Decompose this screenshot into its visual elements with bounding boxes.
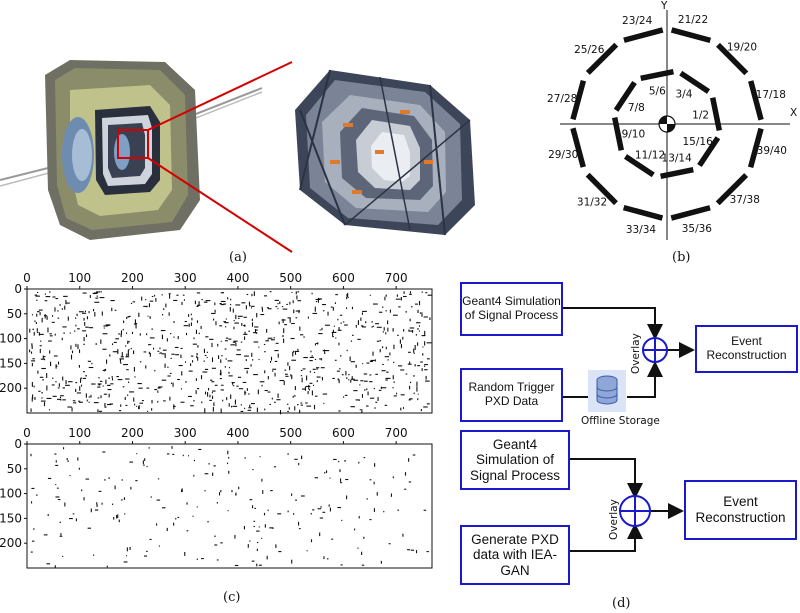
geant4-box-bottom: Geant4 Simulation of Signal Process — [460, 430, 570, 490]
hitmap-frame — [26, 288, 433, 414]
inner-layer-label: 5/6 — [649, 85, 666, 97]
outer-layer-ladder — [623, 27, 664, 43]
inner-layer-ladder — [623, 154, 655, 178]
y-tick-label: 200 — [0, 381, 22, 395]
outer-layer-ladder — [715, 173, 749, 206]
outer-layer-label: 21/22 — [678, 14, 708, 26]
workflow-connectors: Overlay Offline Storage Overlay — [563, 307, 695, 552]
y-tick-label: 100 — [0, 332, 22, 346]
overlay-label-top: Overlay — [630, 333, 642, 374]
caption-a: (a) — [229, 250, 247, 265]
random-trigger-box: Random Trigger PXD Data — [460, 368, 563, 422]
y-tick-label: 200 — [0, 536, 22, 550]
detector-illustration — [0, 40, 480, 255]
x-tick-label: 200 — [121, 271, 144, 285]
inner-layer-label: 3/4 — [675, 88, 692, 100]
workflow-diagram: Overlay Offline Storage Overlay Geant4 S… — [455, 270, 800, 590]
outer-layer-ladder — [585, 172, 618, 206]
x-tick-label: 0 — [23, 271, 31, 285]
outer-layer-label: 37/38 — [730, 194, 760, 206]
y-axis-label: Y — [660, 0, 668, 12]
x-tick-label: 500 — [279, 271, 302, 285]
outer-layer-ladder — [748, 80, 764, 121]
y-tick-label: 0 — [14, 437, 22, 451]
generate-pxd-box: Generate PXD data with IEA-GAN — [460, 525, 570, 585]
x-tick-label: 400 — [226, 271, 249, 285]
pixel-hits — [30, 446, 429, 569]
inner-layer-label: 11/12 — [635, 150, 665, 162]
overlay-label-bottom: Overlay — [608, 499, 620, 540]
y-tick-label: 150 — [0, 356, 22, 370]
outer-layer-label: 23/24 — [622, 15, 653, 27]
caption-b: (b) — [672, 250, 691, 265]
outer-layer-label: 39/40 — [757, 145, 787, 157]
x-tick-label: 700 — [385, 426, 408, 440]
offline-storage-label: Offline Storage — [581, 415, 660, 427]
outer-layer-ladder — [570, 79, 587, 121]
x-tick-label: 200 — [121, 426, 144, 440]
detector-drawing — [0, 60, 475, 253]
pxd-ladders — [295, 69, 475, 236]
inner-layer-label: 1/2 — [692, 109, 709, 121]
geant4-box-top: Geant4 Simulation of Signal Process — [460, 282, 563, 336]
inner-layer-ladder — [613, 80, 637, 112]
layer-diagram: Y X 23/24 21/22 19/20 17/18 39/40 37/38 35/36 3… — [547, 0, 797, 240]
offline-storage-icon — [588, 370, 626, 412]
inner-layer-ladder — [660, 166, 694, 180]
outer-layer-label: 27/28 — [547, 93, 577, 105]
event-reco-box-top: Event Reconstruction — [695, 325, 798, 373]
event-reco-box-bottom: Event Reconstruction — [684, 480, 797, 540]
outer-layer-ladder — [570, 127, 586, 168]
outer-layer-ladder — [585, 42, 619, 75]
x-tick-label: 600 — [332, 271, 355, 285]
x-tick-label: 600 — [332, 426, 355, 440]
caption-c: (c) — [223, 590, 241, 605]
outer-layer-label: 35/36 — [682, 223, 713, 235]
outer-layer-ladder — [716, 42, 749, 76]
pxd-layer-layout: Y X 23/24 21/22 19/20 17/18 39/40 37/38 35/36 3… — [545, 0, 800, 250]
inner-layer-label: 15/16 — [682, 136, 713, 148]
outer-layer-ladder — [670, 27, 712, 44]
outer-layer-label: 33/34 — [626, 224, 657, 236]
outer-layer-label: 17/18 — [756, 89, 786, 101]
inner-layer-label: 7/8 — [628, 102, 645, 114]
inner-layer-ladder — [679, 70, 711, 94]
y-tick-label: 50 — [7, 462, 22, 476]
outer-layer-label: 29/30 — [548, 149, 578, 161]
inner-layer-ladder — [697, 136, 721, 168]
caption-d: (d) — [612, 596, 631, 611]
x-tick-label: 100 — [68, 271, 91, 285]
x-tick-label: 400 — [226, 426, 249, 440]
hitmap-frame — [26, 443, 433, 569]
outer-layer-label: 31/32 — [577, 197, 607, 209]
inner-layer-label: 9/10 — [622, 129, 646, 141]
inner-layer-ladder — [709, 97, 723, 131]
inner-layer-ladder — [611, 117, 625, 151]
x-tick-label: 500 — [279, 426, 302, 440]
y-tick-label: 0 — [14, 282, 22, 296]
pixel-hits — [29, 291, 432, 415]
outer-layer-label: 19/20 — [727, 41, 757, 53]
y-tick-label: 100 — [0, 487, 22, 501]
outer-layer-ladder — [747, 127, 764, 169]
x-tick-label: 300 — [174, 426, 197, 440]
x-tick-label: 0 — [23, 426, 31, 440]
x-axis-label: X — [790, 107, 797, 119]
y-tick-label: 150 — [0, 511, 22, 525]
inner-layer-ladder — [640, 68, 674, 82]
inner-layer-label: 13/14 — [662, 153, 693, 165]
outer-layer-ladder — [670, 205, 711, 221]
x-tick-label: 300 — [174, 271, 197, 285]
outer-layer-label: 25/26 — [574, 44, 605, 56]
y-tick-label: 50 — [7, 307, 22, 321]
x-tick-label: 100 — [68, 426, 91, 440]
outer-layer-ladder — [622, 204, 664, 221]
x-tick-label: 700 — [385, 271, 408, 285]
